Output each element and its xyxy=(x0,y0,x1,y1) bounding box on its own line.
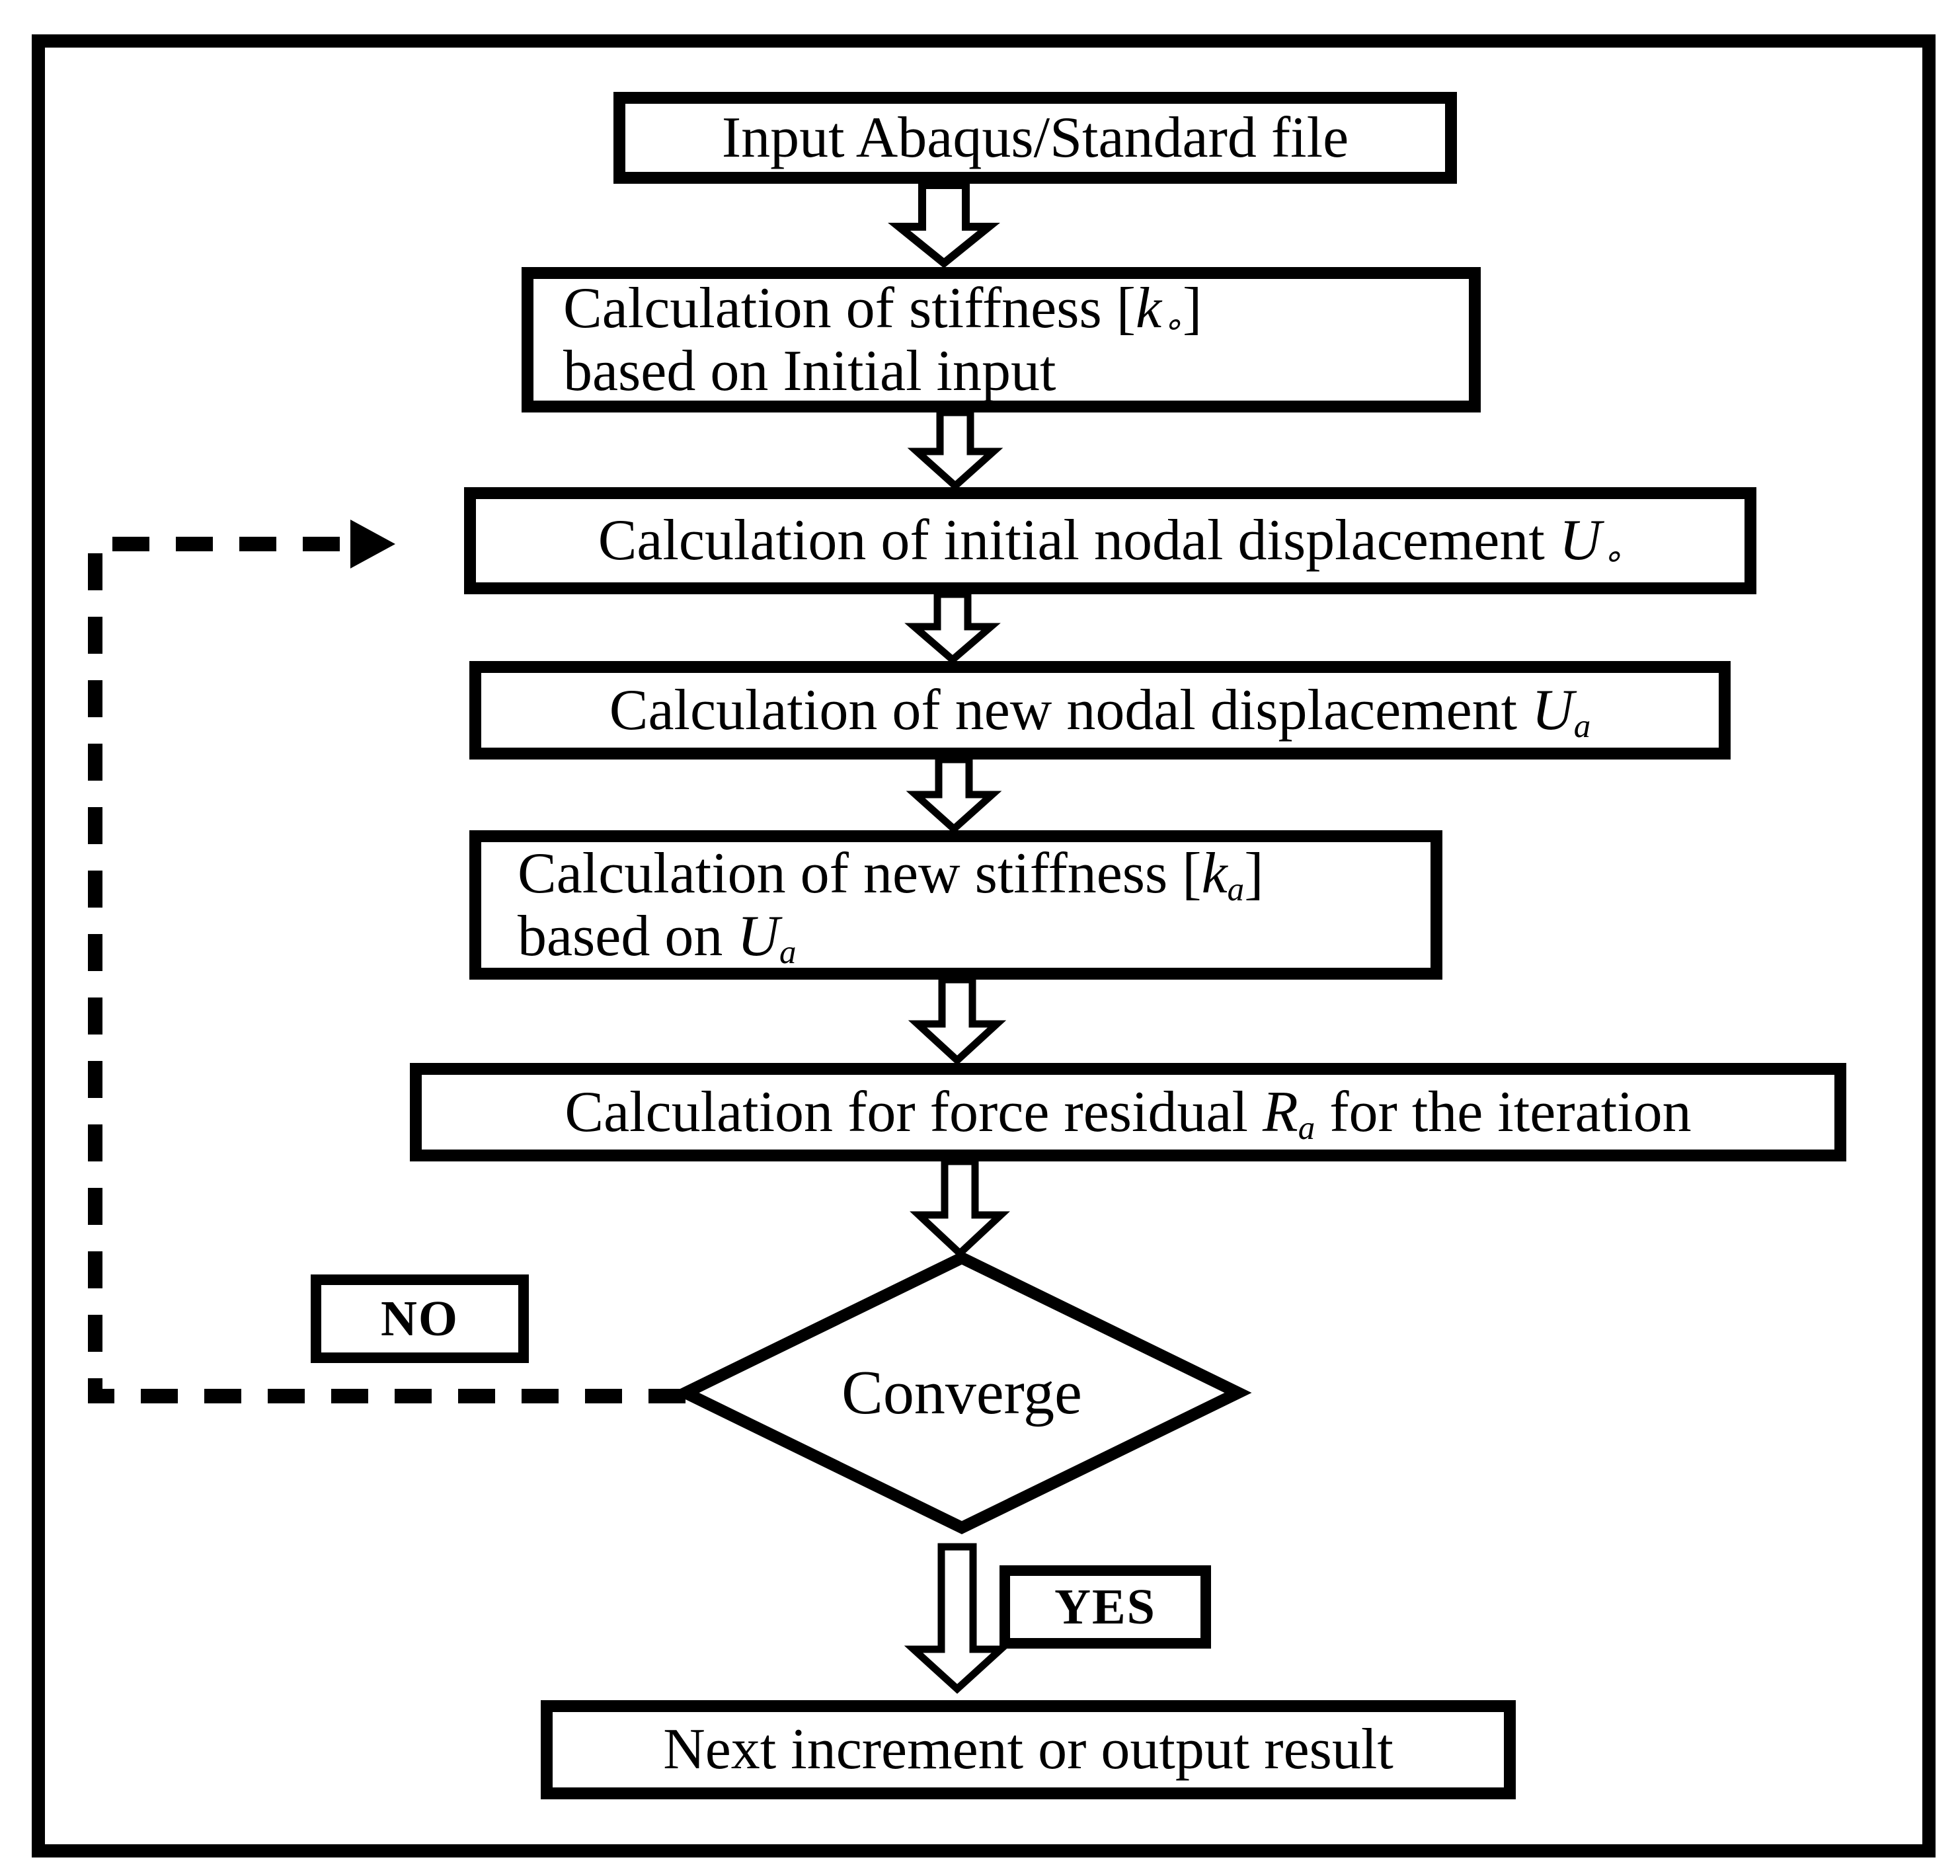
text-part: Calculation for force residual xyxy=(565,1079,1263,1144)
math-var-u: U xyxy=(1559,508,1602,573)
node-force-residual-label: Calculation for force residual Ra for th… xyxy=(565,1079,1692,1148)
node-force-residual: Calculation for force residual Ra for th… xyxy=(410,1063,1846,1161)
text-part: Calculation of stiffness [ xyxy=(563,276,1136,340)
yes-label-box: YES xyxy=(1000,1565,1211,1649)
text-part: for the iteration xyxy=(1315,1079,1692,1144)
arrow-displacement-to-new-stiffness-icon xyxy=(906,756,1002,834)
math-var-k: k xyxy=(1201,841,1228,906)
node-input-file: Input Abaqus/Standard file xyxy=(613,92,1457,184)
math-sub-a: a xyxy=(779,934,797,972)
node-initial-stiffness-line1: Calculation of stiffness [k∘] xyxy=(563,276,1202,344)
node-new-displacement-label: Calculation of new nodal displacement Ua xyxy=(609,678,1591,746)
converge-label: Converge xyxy=(842,1358,1082,1427)
node-initial-displacement: Calculation of initial nodal displacemen… xyxy=(464,487,1756,594)
node-new-displacement: Calculation of new nodal displacement Ua xyxy=(469,661,1731,760)
text-part: Calculation of new nodal displacement xyxy=(609,678,1532,742)
node-input-file-label: Input Abaqus/Standard file xyxy=(721,105,1349,170)
math-sub-ring: ∘ xyxy=(1161,306,1183,344)
arrow-stiffness-to-initial-displacement-icon xyxy=(907,409,1003,491)
node-output-result: Next increment or output result xyxy=(541,1700,1516,1799)
node-new-stiffness: Calculation of new stiffness [ka] based … xyxy=(469,830,1442,980)
text-part: Calculation of new stiffness [ xyxy=(518,841,1202,906)
node-initial-stiffness: Calculation of stiffness [k∘] based on I… xyxy=(522,267,1481,412)
math-sub-a: a xyxy=(1573,708,1591,746)
node-initial-stiffness-line2: based on Initial input xyxy=(563,339,1056,403)
node-initial-displacement-label: Calculation of initial nodal displacemen… xyxy=(598,508,1623,574)
node-output-result-label: Next increment or output result xyxy=(663,1717,1393,1782)
converge-diamond xyxy=(672,1251,1252,1535)
arrow-residual-to-converge-icon xyxy=(910,1157,1010,1259)
arrow-stiffness-to-residual-icon xyxy=(908,976,1007,1066)
text-part: ] xyxy=(1183,276,1202,340)
math-sub-a: a xyxy=(1227,871,1245,909)
math-var-k: k xyxy=(1136,276,1162,340)
outer-border xyxy=(32,34,1936,1857)
math-sub-ring: ∘ xyxy=(1601,538,1623,576)
feedback-dashed-line xyxy=(88,537,686,1403)
text-part: ] xyxy=(1244,841,1264,906)
arrow-initial-to-new-displacement-icon xyxy=(904,590,1001,665)
math-sub-a: a xyxy=(1298,1110,1315,1148)
feedback-arrowhead-icon xyxy=(350,520,395,568)
no-label-box: NO xyxy=(311,1274,529,1363)
text-part: Calculation of initial nodal displacemen… xyxy=(598,508,1559,573)
node-new-stiffness-line2: based on Ua xyxy=(518,904,797,972)
arrow-converge-to-output-icon xyxy=(904,1543,1011,1694)
no-label: NO xyxy=(381,1290,459,1347)
math-var-u: U xyxy=(737,904,779,968)
yes-label: YES xyxy=(1054,1579,1156,1635)
math-var-u: U xyxy=(1532,678,1574,742)
math-var-r: R xyxy=(1262,1079,1298,1144)
arrow-input-to-stiffness-icon xyxy=(888,181,1000,268)
node-new-stiffness-line1: Calculation of new stiffness [ka] xyxy=(518,841,1264,909)
text-part: based on xyxy=(518,904,738,968)
